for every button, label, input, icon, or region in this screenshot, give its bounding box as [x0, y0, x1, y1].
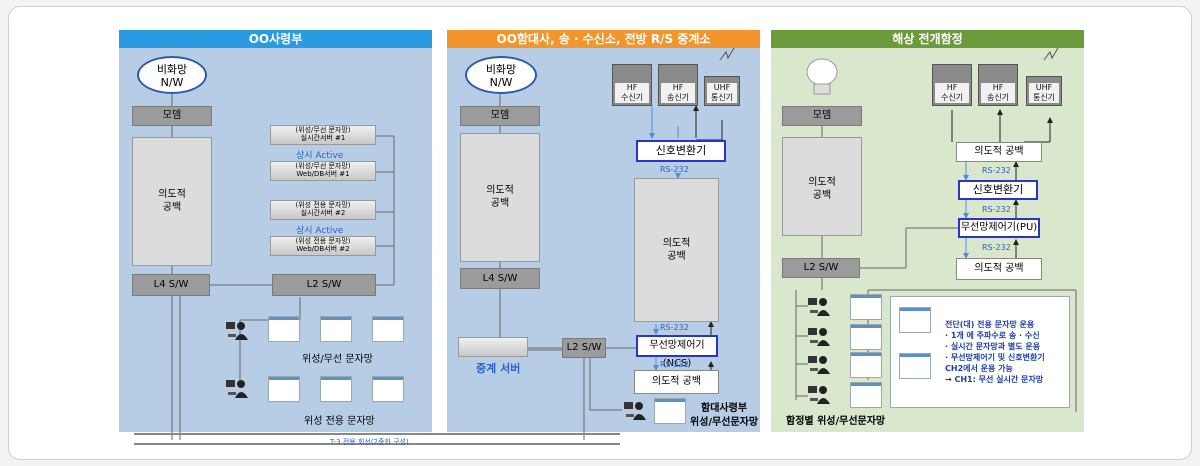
rs232-label: RS-232	[982, 205, 1011, 214]
crypto-gap-block: 의도적 공백	[460, 133, 540, 262]
relay-server-label: 중계 서버	[476, 362, 521, 375]
operator-workstation-icon	[808, 326, 830, 346]
crypto-gap-block: 의도적 공백	[132, 137, 212, 266]
hf-transmitter: HF 송신기	[658, 64, 698, 106]
info-line: · 실시간 문자망과 별도 운용	[945, 342, 1041, 351]
info-line: · 무선망제어기 및 신호변환기	[945, 353, 1045, 362]
realtime-server-1: (위성/무선 문자망) 실시간서버 #1	[270, 125, 376, 145]
terminal-screen-icon	[850, 382, 882, 408]
terminal-screen-icon	[850, 294, 882, 320]
active-label-1: 상시 Active	[296, 151, 344, 161]
group-label: 위성 전용 문자망	[304, 416, 375, 427]
modem: 모뎀	[460, 106, 540, 126]
webdb-server-1: (위성/무선 문자망) Web/DB서버 #1	[270, 161, 376, 181]
terminal-screen-icon	[320, 316, 352, 342]
info-line: → CH1: 무선 실시간 문자망	[945, 375, 1044, 384]
realtime-server-2: (위성 전용 문자망) 실시간서버 #2	[270, 200, 376, 220]
terminal-screen-icon	[268, 316, 300, 342]
info-text: 전단(대) 전용 문자망 운용 · 1개 에 주파수로 송 · 수신 · 실시간…	[945, 319, 1045, 385]
hf-receiver: HF 수신기	[612, 64, 652, 106]
panel-title: OO사령부	[119, 30, 432, 48]
active-label-2: 상시 Active	[296, 226, 344, 236]
panel-title: OO함대사, 송 · 수신소, 전방 R/S 중계소	[447, 30, 760, 48]
terminal-screen-icon	[268, 376, 300, 402]
l4-switch: L4 S/W	[460, 268, 540, 289]
secure-network-node: 비화망 N/W	[465, 56, 537, 94]
crypto-gap-top: 의도적 공백	[956, 142, 1042, 162]
hf-receiver: HF 수신기	[932, 64, 972, 106]
l2-switch: L2 S/W	[272, 274, 376, 296]
rs232-label: RS-232	[660, 323, 689, 332]
modem: 모뎀	[132, 106, 212, 126]
signal-converter: 신호변환기	[958, 180, 1038, 200]
rs232-label: RS-232	[982, 166, 1011, 175]
secure-network-node: 비화망 N/W	[137, 56, 207, 94]
operator-workstation-icon	[624, 400, 646, 420]
network-controller-ncs: 무선망제어기(NCS)	[636, 335, 718, 369]
rs232-label: RS-232	[660, 360, 689, 369]
operator-workstation-icon	[226, 378, 248, 398]
modem: 모뎀	[782, 106, 862, 126]
terminal-screen-icon	[850, 352, 882, 378]
crypto-gap-bottom: 의도적 공백	[956, 258, 1042, 280]
t3-line-label: T-3 전용 회선(2중화 구성)	[330, 438, 409, 446]
hf-transmitter: HF 송신기	[978, 64, 1018, 106]
l2-switch: L2 S/W	[562, 338, 606, 358]
l4-switch: L4 S/W	[132, 274, 210, 296]
operator-workstation-icon	[808, 296, 830, 316]
rs232-label: RS-232	[660, 165, 689, 174]
fleet-group-label: 함대사령부 위성/무선문자망	[690, 403, 759, 428]
crypto-gap-block: 의도적 공백	[782, 137, 862, 236]
info-title: 전단(대) 전용 문자망 운용	[945, 320, 1035, 329]
group-label: 위성/무선 문자망	[302, 354, 373, 365]
terminal-screen-icon	[654, 398, 686, 424]
uhf-radio: UHF 통신기	[1026, 76, 1062, 106]
network-controller-pu: 무선망제어기(PU)	[958, 218, 1040, 238]
l2-switch: L2 S/W	[782, 258, 860, 278]
operator-workstation-icon	[226, 320, 248, 340]
info-line: · 1개 에 주파수로 송 · 수신	[945, 331, 1040, 340]
info-line: CH2에서 운용 가능	[945, 364, 1013, 373]
crypto-gap-block: 의도적 공백	[634, 178, 719, 322]
terminal-screen-icon	[320, 376, 352, 402]
terminal-screen-icon	[899, 353, 931, 379]
crypto-gap-bottom: 의도적 공백	[634, 370, 719, 394]
signal-converter: 신호변환기	[636, 140, 726, 162]
terminal-screen-icon	[850, 324, 882, 350]
relay-server-icon	[458, 337, 528, 357]
panel-title: 해상 전개함정	[771, 30, 1084, 48]
operator-workstation-icon	[808, 384, 830, 404]
terminal-screen-icon	[899, 307, 931, 333]
webdb-server-2: (위성 전용 문자망) Web/DB서버 #2	[270, 236, 376, 256]
info-note: 전단(대) 전용 문자망 운용 · 1개 에 주파수로 송 · 수신 · 실시간…	[890, 296, 1070, 408]
terminal-screen-icon	[372, 376, 404, 402]
ship-group-label: 함정별 위성/무선문자망	[786, 416, 886, 427]
satellite-dish-icon	[802, 56, 842, 96]
operator-workstation-icon	[808, 354, 830, 374]
rs232-label: RS-232	[982, 243, 1011, 252]
uhf-radio: UHF 통신기	[704, 76, 740, 106]
terminal-screen-icon	[372, 316, 404, 342]
